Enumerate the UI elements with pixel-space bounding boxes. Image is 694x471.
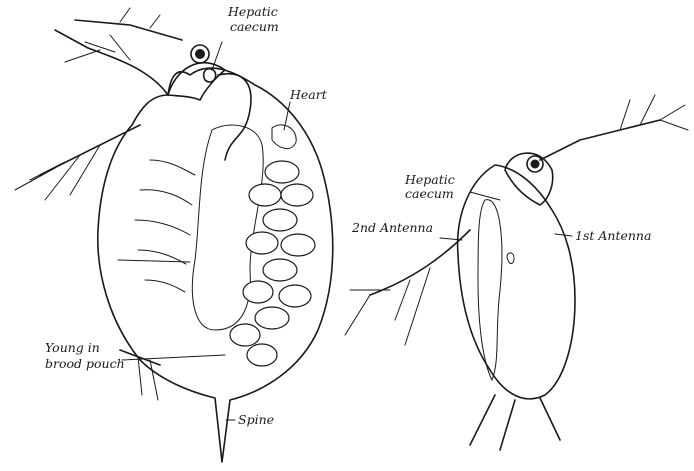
left-carapace-outline — [98, 68, 333, 462]
right-gut — [478, 200, 502, 380]
left-eye-pupil — [195, 49, 205, 59]
right-second-antenna-label: 2nd Antenna — [351, 220, 433, 235]
right-hepatic-caecum-label-1: Hepatic — [404, 172, 455, 187]
left-young-label-1: Young in — [45, 340, 100, 355]
left-heart-label: Heart — [289, 87, 328, 102]
left-daphnia — [15, 8, 333, 462]
left-hepatic-caecum-shape — [204, 69, 216, 82]
left-hepatic-caecum-label-1: Hepatic — [227, 4, 278, 19]
left-thoracic-limbs — [118, 160, 195, 292]
left-young-label-2: brood pouch — [45, 356, 125, 371]
left-brood-eggs — [230, 161, 315, 366]
right-head — [505, 153, 553, 205]
right-eye-pupil — [531, 160, 540, 169]
right-heart-shape — [507, 253, 514, 264]
leader-lines — [122, 42, 572, 420]
left-spine-label: Spine — [238, 412, 274, 427]
left-gut — [218, 74, 251, 160]
right-daphnia — [345, 95, 688, 450]
left-hepatic-caecum-label-2: caecum — [230, 19, 279, 34]
right-carapace-outline — [458, 165, 575, 399]
right-first-antenna-label: 1st Antenna — [575, 228, 651, 243]
right-hepatic-caecum-label-2: caecum — [405, 186, 454, 201]
